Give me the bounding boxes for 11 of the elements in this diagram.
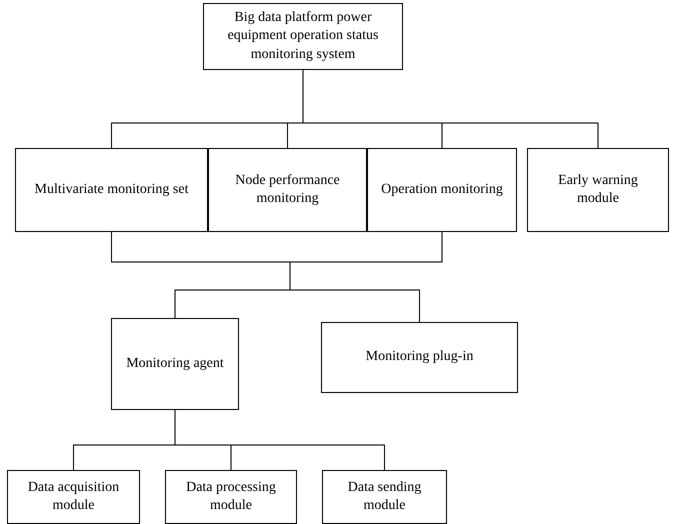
process-box: Big data platform power equipment operation status monitoring system: [203, 3, 403, 70]
process-box: Monitoring plug-in: [321, 322, 518, 393]
process-box: Data processing module: [165, 470, 297, 524]
connector-line: [174, 410, 385, 470]
process-box: Data acquisition module: [7, 470, 140, 524]
process-box: Early warning module: [527, 148, 669, 232]
process-box: Node performance monitoring: [208, 148, 367, 232]
process-box: Operation monitoring: [367, 148, 517, 232]
process-box: Monitoring agent: [111, 318, 239, 410]
process-box: Multivariate monitoring set: [15, 148, 208, 232]
process-box: Data sending module: [322, 470, 447, 524]
